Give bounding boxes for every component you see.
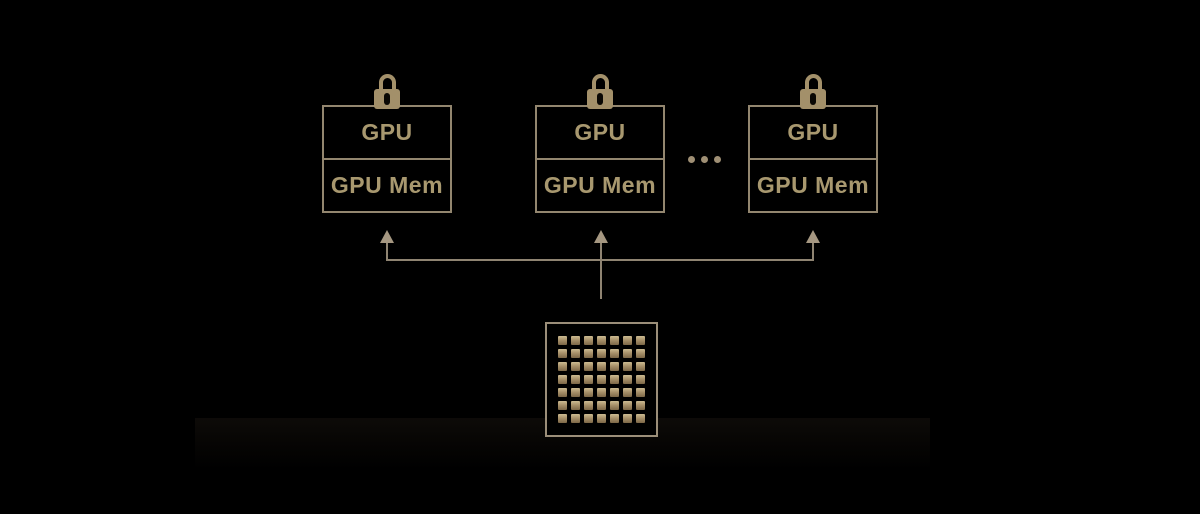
arrow-up-icon: [380, 230, 394, 243]
chip-icon: [545, 322, 658, 437]
chip-square: [558, 388, 567, 397]
gpu-cell: GPU: [750, 107, 876, 160]
chip-square: [636, 375, 645, 384]
chip-square: [623, 362, 632, 371]
chip-square: [597, 349, 606, 358]
lock-body: [374, 89, 400, 109]
chip-square: [610, 336, 619, 345]
chip-square: [558, 349, 567, 358]
chip-square: [571, 401, 580, 410]
gpu-cell: GPU: [324, 107, 450, 160]
chip-square: [584, 375, 593, 384]
chip-square: [636, 336, 645, 345]
chip-square: [571, 362, 580, 371]
ellipsis-dot: [701, 156, 708, 163]
lock-icon: [587, 74, 613, 109]
gpu-label: GPU: [361, 119, 413, 145]
chip-square: [597, 414, 606, 423]
lock-keyhole: [597, 93, 603, 105]
chip-square: [610, 375, 619, 384]
chip-square: [584, 349, 593, 358]
chip-square: [623, 401, 632, 410]
gpu-node-3: GPU GPU Mem: [748, 74, 878, 214]
gpu-mem-label: GPU Mem: [543, 172, 657, 198]
chip-square: [623, 388, 632, 397]
lock-icon: [374, 74, 400, 109]
lock-keyhole: [810, 93, 816, 105]
connector-vertical-right: [812, 242, 814, 261]
chip-square: [584, 401, 593, 410]
gpu-cell: GPU: [537, 107, 663, 160]
gpu-mem-label: GPU Mem: [330, 172, 444, 198]
chip-square: [623, 414, 632, 423]
ellipsis: [688, 156, 721, 163]
chip-square: [636, 414, 645, 423]
chip-square: [610, 349, 619, 358]
chip-square: [558, 362, 567, 371]
gpu-node-1: GPU GPU Mem: [322, 74, 452, 214]
chip-square: [584, 388, 593, 397]
chip-square: [610, 362, 619, 371]
lock-keyhole: [384, 93, 390, 105]
gpu-node-2: GPU GPU Mem: [535, 74, 665, 214]
gpu-label: GPU: [787, 119, 839, 145]
gpu-box: GPU GPU Mem: [322, 105, 452, 213]
chip-square: [558, 401, 567, 410]
chip-square: [571, 375, 580, 384]
chip-square: [597, 375, 606, 384]
arrow-up-icon: [594, 230, 608, 243]
chip-square: [610, 414, 619, 423]
lock-shackle: [378, 74, 396, 91]
chip-square: [610, 388, 619, 397]
chip-square: [597, 401, 606, 410]
gpu-mem-cell: GPU Mem: [750, 160, 876, 211]
lock-body: [587, 89, 613, 109]
chip-square: [571, 414, 580, 423]
gpu-mem-cell: GPU Mem: [324, 160, 450, 211]
ellipsis-dot: [688, 156, 695, 163]
lock-icon: [800, 74, 826, 109]
chip-square: [597, 388, 606, 397]
gpu-label: GPU: [574, 119, 626, 145]
chip-square: [623, 336, 632, 345]
gpu-box: GPU GPU Mem: [748, 105, 878, 213]
chip-square: [584, 336, 593, 345]
chip-square: [558, 336, 567, 345]
chip-square: [571, 336, 580, 345]
lock-body: [800, 89, 826, 109]
chip-square: [636, 362, 645, 371]
chip-square: [636, 388, 645, 397]
chip-square: [571, 349, 580, 358]
chip-square: [584, 414, 593, 423]
chip-square: [636, 401, 645, 410]
chip-square: [597, 336, 606, 345]
connector-vertical-middle: [600, 242, 602, 299]
ellipsis-dot: [714, 156, 721, 163]
chip-square: [558, 375, 567, 384]
arrow-up-icon: [806, 230, 820, 243]
chip-square: [623, 375, 632, 384]
chip-grid: [558, 336, 645, 423]
lock-shackle: [591, 74, 609, 91]
chip-square: [558, 414, 567, 423]
gpu-mem-label: GPU Mem: [756, 172, 870, 198]
chip-square: [597, 362, 606, 371]
chip-square: [571, 388, 580, 397]
chip-square: [623, 349, 632, 358]
connector-vertical-left: [386, 242, 388, 261]
gpu-mem-cell: GPU Mem: [537, 160, 663, 211]
chip-square: [584, 362, 593, 371]
chip-square: [636, 349, 645, 358]
lock-shackle: [804, 74, 822, 91]
gpu-box: GPU GPU Mem: [535, 105, 665, 213]
chip-square: [610, 401, 619, 410]
